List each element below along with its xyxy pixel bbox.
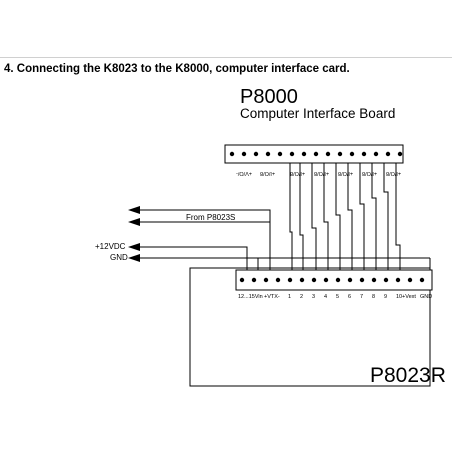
p8000-terminal-label: +I/O/8: [386, 170, 402, 176]
p8023r-frame: [189, 267, 433, 387]
p8000-screw-9: [325, 151, 331, 157]
receiver-title: P8023R: [370, 364, 446, 387]
p8023r-terminal-label: 7: [360, 294, 364, 300]
p8023r-screw-5: [287, 277, 293, 283]
p8000-terminal-label: +I/O/8: [362, 170, 378, 176]
p8000-screw-15: [397, 151, 403, 157]
p8023r-terminal-label: +Vext: [402, 294, 416, 300]
p8000-screw-3: [253, 151, 259, 157]
p8000-screw-12: [361, 151, 367, 157]
p8023r-terminal-label: 5: [336, 294, 340, 300]
p8023r-screw-7: [311, 277, 317, 283]
arrow-from-p8023s-1: [128, 206, 140, 214]
arrow-from-p8023s-2: [128, 218, 140, 226]
p8000-screw-7: [301, 151, 307, 157]
p8000-screw-4: [265, 151, 271, 157]
from-p8023s-label: From P8023S: [186, 213, 236, 222]
p8023r-screw-4: [275, 277, 281, 283]
p8023r-terminal-label: 6: [348, 294, 352, 300]
p8000-terminal-label: +V/O/-: [236, 170, 253, 176]
p8023r-screw-6: [299, 277, 305, 283]
p8000-screw-10: [337, 151, 343, 157]
p8023r-terminal-label: 1: [288, 294, 292, 300]
p8023r-terminal-label: 10: [396, 294, 403, 300]
gnd-label: GND: [110, 253, 128, 262]
p8023r-terminal-label: 8: [372, 294, 376, 300]
arrowheads: [128, 206, 140, 262]
p8023r-screw-11: [359, 277, 365, 283]
p8000-screw-6: [289, 151, 295, 157]
p8023r-screw-10: [347, 277, 353, 283]
p8023r-terminal-label: GND: [420, 294, 433, 300]
wires: [135, 163, 431, 270]
p8000-terminal-label: +I/O/8: [338, 170, 354, 176]
p8023r-screw-13: [383, 277, 389, 283]
p8000-terminal-label: +I/O/8: [290, 170, 306, 176]
p8023r-screw-terminals: [239, 277, 425, 283]
arrow-gnd: [128, 254, 140, 262]
p8000-screw-13: [373, 151, 379, 157]
p8000-screw-2: [241, 151, 247, 157]
p8000-terminal-label: +I/O/8: [260, 170, 276, 176]
p8023r-terminal-label: +VTX-: [264, 294, 280, 300]
p8023r-screw-2: [251, 277, 257, 283]
p8023r-terminal-label: 4: [324, 294, 328, 300]
p8000-screw-1: [229, 151, 235, 157]
p8000-screw-terminals: [229, 151, 403, 157]
board-title: P8000: [240, 86, 298, 108]
p8023r-screw-15: [407, 277, 413, 283]
p8000-terminal-label: +I/O/8: [314, 170, 330, 176]
p8023r-screw-1: [239, 277, 245, 283]
p8023r-terminal-label: 3: [312, 294, 316, 300]
p8023r-terminal-label: 2: [300, 294, 304, 300]
p8000-screw-14: [385, 151, 391, 157]
board-subtitle: Computer Interface Board: [240, 106, 396, 121]
arrow-12vdc: [128, 243, 140, 251]
p8023r-screw-14: [395, 277, 401, 283]
p8023r-screw-16: [419, 277, 425, 283]
p8023r-terminal-label: 9: [384, 294, 388, 300]
p8000-screw-11: [349, 151, 355, 157]
section-heading: 4. Connecting the K8023 to the K8000, co…: [4, 63, 350, 75]
p8023r-terminal-label: 12...15Vin: [238, 294, 263, 300]
top-divider: [0, 57, 452, 58]
p8023r-screw-9: [335, 277, 341, 283]
p8000-terminal-block: [224, 144, 404, 164]
p8023r-screw-3: [263, 277, 269, 283]
p8000-screw-8: [313, 151, 319, 157]
supply-12vdc-label: +12VDC: [95, 242, 126, 251]
p8023r-screw-8: [323, 277, 329, 283]
p8000-screw-5: [277, 151, 283, 157]
p8023r-screw-12: [371, 277, 377, 283]
